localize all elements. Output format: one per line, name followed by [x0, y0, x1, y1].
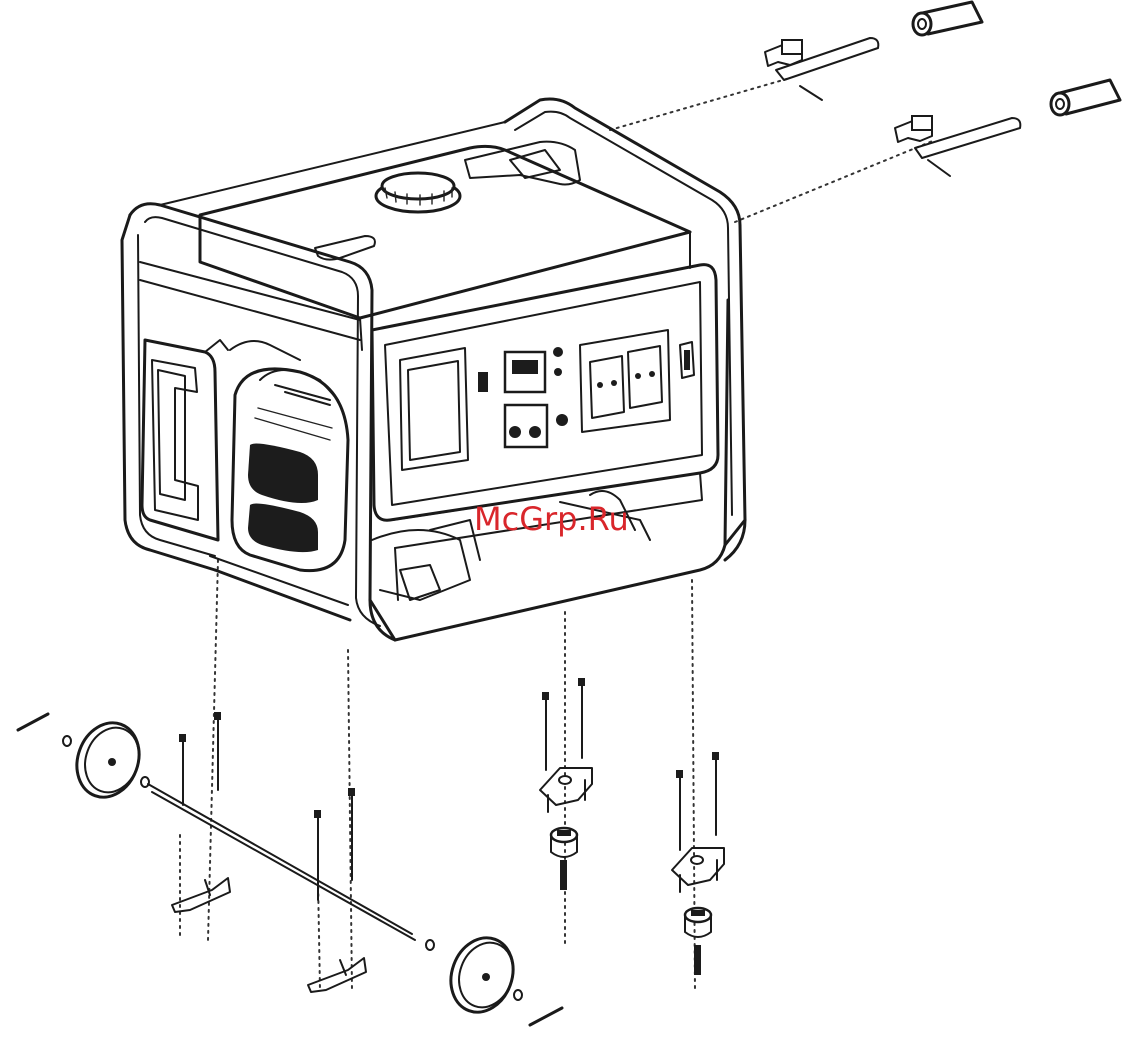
fuel-gauge [315, 236, 375, 260]
outlet-sockets [580, 330, 670, 432]
recoil-starter [232, 369, 348, 571]
washer-icon [514, 990, 522, 1000]
watermark: McGrp.Ru [474, 500, 629, 538]
wheel-axle [148, 784, 412, 934]
screw-icon [800, 86, 822, 100]
washer-icon [63, 736, 71, 746]
bolt-icon [542, 692, 549, 770]
screw-icon [928, 160, 950, 176]
fuel-tank-cap-icon [376, 173, 460, 212]
handle-assembly-upper [765, 2, 982, 100]
fuel-tank [200, 146, 690, 318]
bolt-icon [560, 860, 567, 890]
washer-icon [141, 777, 149, 787]
handle-assembly-lower [895, 80, 1120, 176]
axle-pin-icon [18, 714, 48, 730]
axle-pin-icon [530, 1008, 562, 1025]
rubber-foot-icon [685, 908, 711, 937]
air-filter-housing [142, 340, 228, 540]
foot-mount-right [672, 848, 724, 937]
control-panel [400, 330, 694, 470]
bolt-icon [676, 770, 683, 850]
bolt-icon [214, 712, 221, 790]
frame-rear [505, 99, 745, 560]
wheel-kit [18, 714, 562, 1025]
indicator-light-icon [553, 347, 563, 357]
outlet-socket-icon [590, 356, 624, 418]
bolt-icon [712, 752, 719, 835]
wheel-bracket-icon [308, 958, 366, 992]
wheel-icon [67, 714, 149, 806]
bolt-icon [348, 788, 355, 880]
wheel-icon [441, 929, 523, 1021]
bolt-icon [179, 734, 186, 805]
bolts [179, 678, 719, 975]
bolt-icon [578, 678, 585, 758]
handle-grip-icon [913, 2, 982, 35]
dc-terminal-icon [505, 405, 547, 447]
handle-grip-icon [1051, 80, 1120, 115]
rubber-foot-icon [551, 828, 577, 857]
generator-body [122, 99, 745, 640]
washer-icon [426, 940, 434, 950]
bolt-icon [694, 945, 701, 975]
outlet-socket-icon [628, 346, 662, 408]
breaker-switch-icon [478, 372, 488, 392]
